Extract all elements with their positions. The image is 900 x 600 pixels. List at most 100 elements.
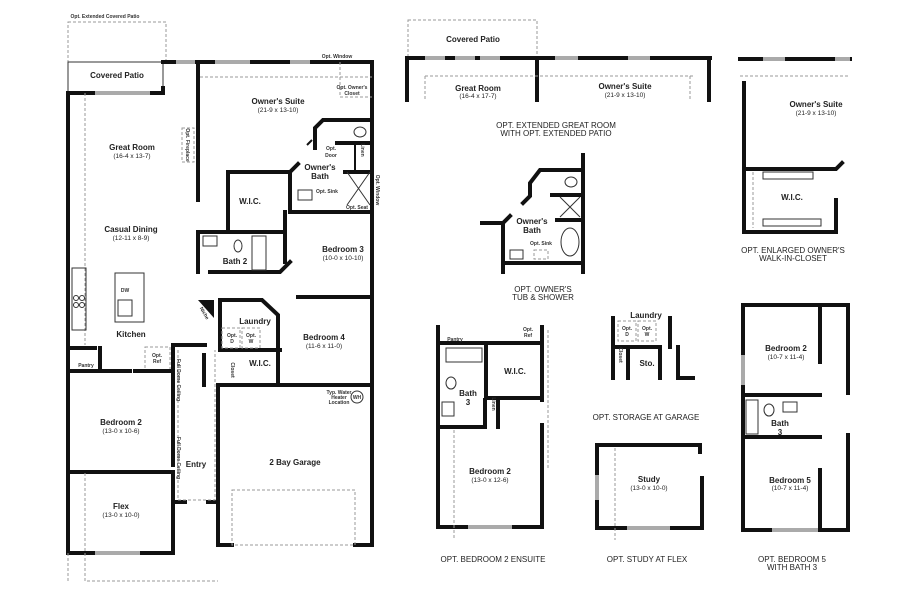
- opt-washer-label: W: [645, 332, 650, 338]
- owners-suite-dims: (21-9 x 13-10): [258, 107, 299, 114]
- bedroom-2-dims: (13-0 x 12-6): [471, 477, 508, 484]
- wic-label: W.I.C.: [781, 193, 803, 202]
- owners-bath-label: Bath: [523, 226, 541, 235]
- owners-suite-dims: (21-9 x 13-10): [796, 110, 837, 117]
- bath-2-label: Bath 2: [223, 257, 248, 266]
- bedroom-3-label: Bedroom 3: [322, 245, 364, 254]
- owners-suite-label: Owner's Suite: [789, 100, 843, 109]
- bath-3-label: Bath: [459, 389, 477, 398]
- toilet-icon: [353, 126, 367, 138]
- great-room-label: Great Room: [109, 143, 155, 152]
- caption: OPT. OWNER'S: [514, 285, 572, 294]
- water-heater-label: Location: [329, 400, 350, 406]
- opt-owners-closet-label: Closet: [344, 91, 360, 97]
- opt-washer-outline: [637, 320, 657, 342]
- opt-ref-label: Ref: [153, 359, 161, 365]
- opt-sink-label: Opt. Sink: [530, 241, 552, 247]
- wic-label: W.I.C.: [504, 367, 526, 376]
- bedroom-3-dims: (10-0 x 10-10): [323, 255, 364, 262]
- closet-label: Closet: [229, 362, 235, 378]
- owners-bath-partitions: [306, 139, 356, 172]
- main-floor-plan: [66, 21, 374, 582]
- caption: WITH BATH 3: [767, 563, 818, 572]
- bedroom-2-label: Bedroom 2: [765, 344, 807, 353]
- opt-sink-label: Opt. Sink: [316, 189, 338, 195]
- entry-label: Entry: [186, 460, 207, 469]
- great-room-dims: (16-4 x 17-7): [459, 93, 496, 100]
- sink-icon: [441, 401, 455, 417]
- laundry-label: Laundry: [630, 311, 662, 320]
- bathtub-icon: [251, 235, 267, 271]
- great-room-dims: (16-4 x 13-7): [113, 153, 150, 160]
- storage-label: Sto.: [639, 359, 654, 368]
- toilet-icon: [564, 176, 578, 188]
- cooktop-burner-icon: [79, 302, 85, 308]
- dashed-lines: [424, 75, 695, 100]
- owners-suite-dims: (21-9 x 13-10): [605, 92, 646, 99]
- opt-washer-label: Opt.: [642, 326, 653, 332]
- exterior-walls: [66, 60, 374, 555]
- kitchen-label: Kitchen: [116, 330, 145, 339]
- covered-patio-label: Covered Patio: [446, 35, 500, 44]
- laundry-label: Laundry: [239, 317, 271, 326]
- option-bedroom5-bath3: Bedroom 2 (10-7 x 11-4) Bath 3 Bedroom 5…: [741, 303, 850, 572]
- owners-suite-label: Owner's Suite: [598, 82, 652, 91]
- walls: [611, 316, 695, 380]
- bedroom-2-label: Bedroom 2: [469, 467, 511, 476]
- kitchen-island: [114, 272, 145, 323]
- opt-owners-closet-label: Opt. Owner's: [337, 85, 368, 91]
- cooktop-burner-icon: [73, 302, 79, 308]
- bath-3-label: Bath: [771, 419, 789, 428]
- shower-icon: [559, 196, 581, 218]
- opt-seat-label: Opt. Seat: [346, 205, 368, 211]
- option-extended-great-room: Covered Patio Great Room (16-4 x 17-7) O…: [405, 19, 712, 138]
- full-dome-ceiling-label: Full Dome Ceiling: [175, 359, 181, 401]
- opt-dryer-label: Opt.: [227, 333, 238, 339]
- kitchen-counter: [71, 267, 87, 331]
- flex-label: Flex: [113, 502, 130, 511]
- bath-3-label: 3: [778, 428, 783, 437]
- bedroom-4-wic-label: W.I.C.: [249, 359, 271, 368]
- sink-icon: [297, 189, 313, 201]
- bedroom-4-dims: (11-6 x 11-0): [306, 343, 342, 350]
- bedroom-2-label: Bedroom 2: [100, 418, 142, 427]
- opt-window-label: Opt. Window: [322, 54, 353, 60]
- caption: OPT. ENLARGED OWNER'S: [741, 246, 845, 255]
- opt-window-side-label: Opt. Window: [374, 175, 380, 206]
- wh-label: WH: [353, 395, 362, 401]
- owners-bath-label: Owner's: [304, 163, 336, 172]
- full-dome-ceiling-label: Full Dome Ceiling: [175, 437, 181, 479]
- caption: WITH OPT. EXTENDED PATIO: [500, 129, 611, 138]
- study-label: Study: [638, 475, 661, 484]
- windows: [95, 60, 310, 95]
- shelf: [762, 171, 814, 180]
- bathtub-icon: [560, 227, 580, 257]
- closet-label: Closet: [617, 347, 623, 363]
- option-storage-at-garage: Laundry Opt. D Opt. W Closet Sto. OPT. S…: [593, 311, 700, 422]
- caption: OPT. EXTENDED GREAT ROOM: [496, 121, 616, 130]
- opt-door-label: Opt.: [326, 146, 337, 152]
- pantry-label: Pantry: [447, 337, 463, 343]
- pantry-label: Pantry: [78, 363, 94, 369]
- windows: [741, 355, 818, 532]
- garage-door-outline: [231, 489, 356, 546]
- linen-label: Linen: [359, 143, 365, 156]
- owners-bath-label: Bath: [311, 172, 329, 181]
- water-heater-label: Heater: [331, 395, 347, 401]
- bath-3-label: 3: [466, 398, 471, 407]
- dashed-lines: [84, 62, 372, 345]
- opt-dryer-label: Opt.: [622, 326, 633, 332]
- niche-shape: [198, 300, 214, 318]
- opt-door-label: Door: [325, 153, 337, 159]
- dishwasher-label: DW: [121, 288, 130, 294]
- opt-sink-outline: [533, 249, 549, 260]
- casual-dining-dims: (12-11 x 8-9): [113, 235, 150, 242]
- dashed-lines: [453, 330, 549, 540]
- shower-icon: [346, 171, 371, 206]
- cooktop-burner-icon: [79, 295, 85, 301]
- bedroom-5-label: Bedroom 5: [769, 476, 811, 485]
- toilet-icon: [445, 376, 457, 390]
- owners-bath-label: Owner's: [516, 217, 548, 226]
- opt-fireplace-outline: [181, 127, 195, 163]
